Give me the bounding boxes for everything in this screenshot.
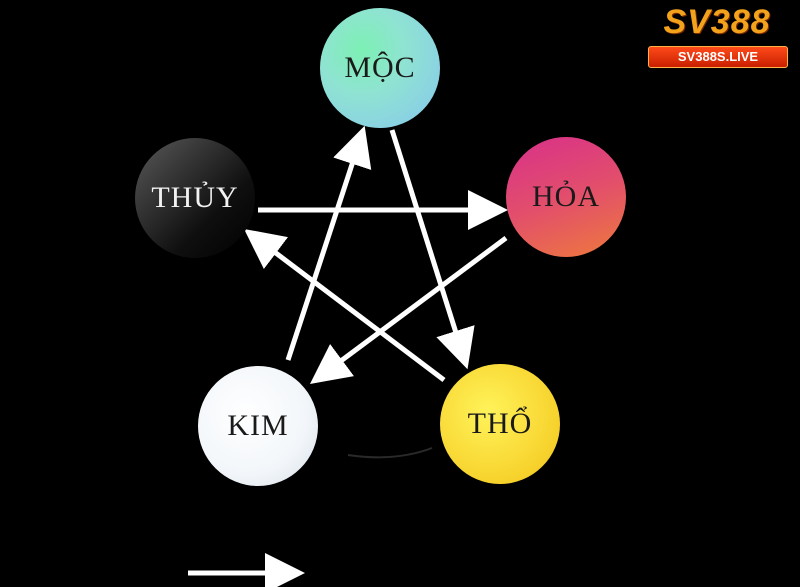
element-thuy-label: THỦY xyxy=(151,181,239,214)
element-moc-label: MỘC xyxy=(344,51,416,84)
element-kim-label: KIM xyxy=(227,409,289,442)
element-hoa-label: HỎA xyxy=(532,180,600,213)
brand-logo-url: SV388S.LIVE xyxy=(648,46,788,68)
element-tho-label: THỔ xyxy=(467,407,533,440)
arrow-tho-to-thuy xyxy=(244,228,446,382)
brand-logo-main: SV388 xyxy=(663,3,771,41)
brand-logo[interactable]: SV388 SV388S.LIVE xyxy=(636,2,798,70)
element-kim: KIM xyxy=(198,366,318,486)
element-thuy: THỦY xyxy=(135,138,255,258)
arrow-kim-to-moc xyxy=(285,125,372,361)
background-arc xyxy=(347,447,433,459)
arrow-hoa-to-kim xyxy=(309,235,508,384)
arrow-moc-to-tho xyxy=(389,129,475,370)
element-moc: MỘC xyxy=(320,8,440,128)
element-hoa: HỎA xyxy=(506,137,626,257)
element-tho: THỔ xyxy=(440,364,560,484)
